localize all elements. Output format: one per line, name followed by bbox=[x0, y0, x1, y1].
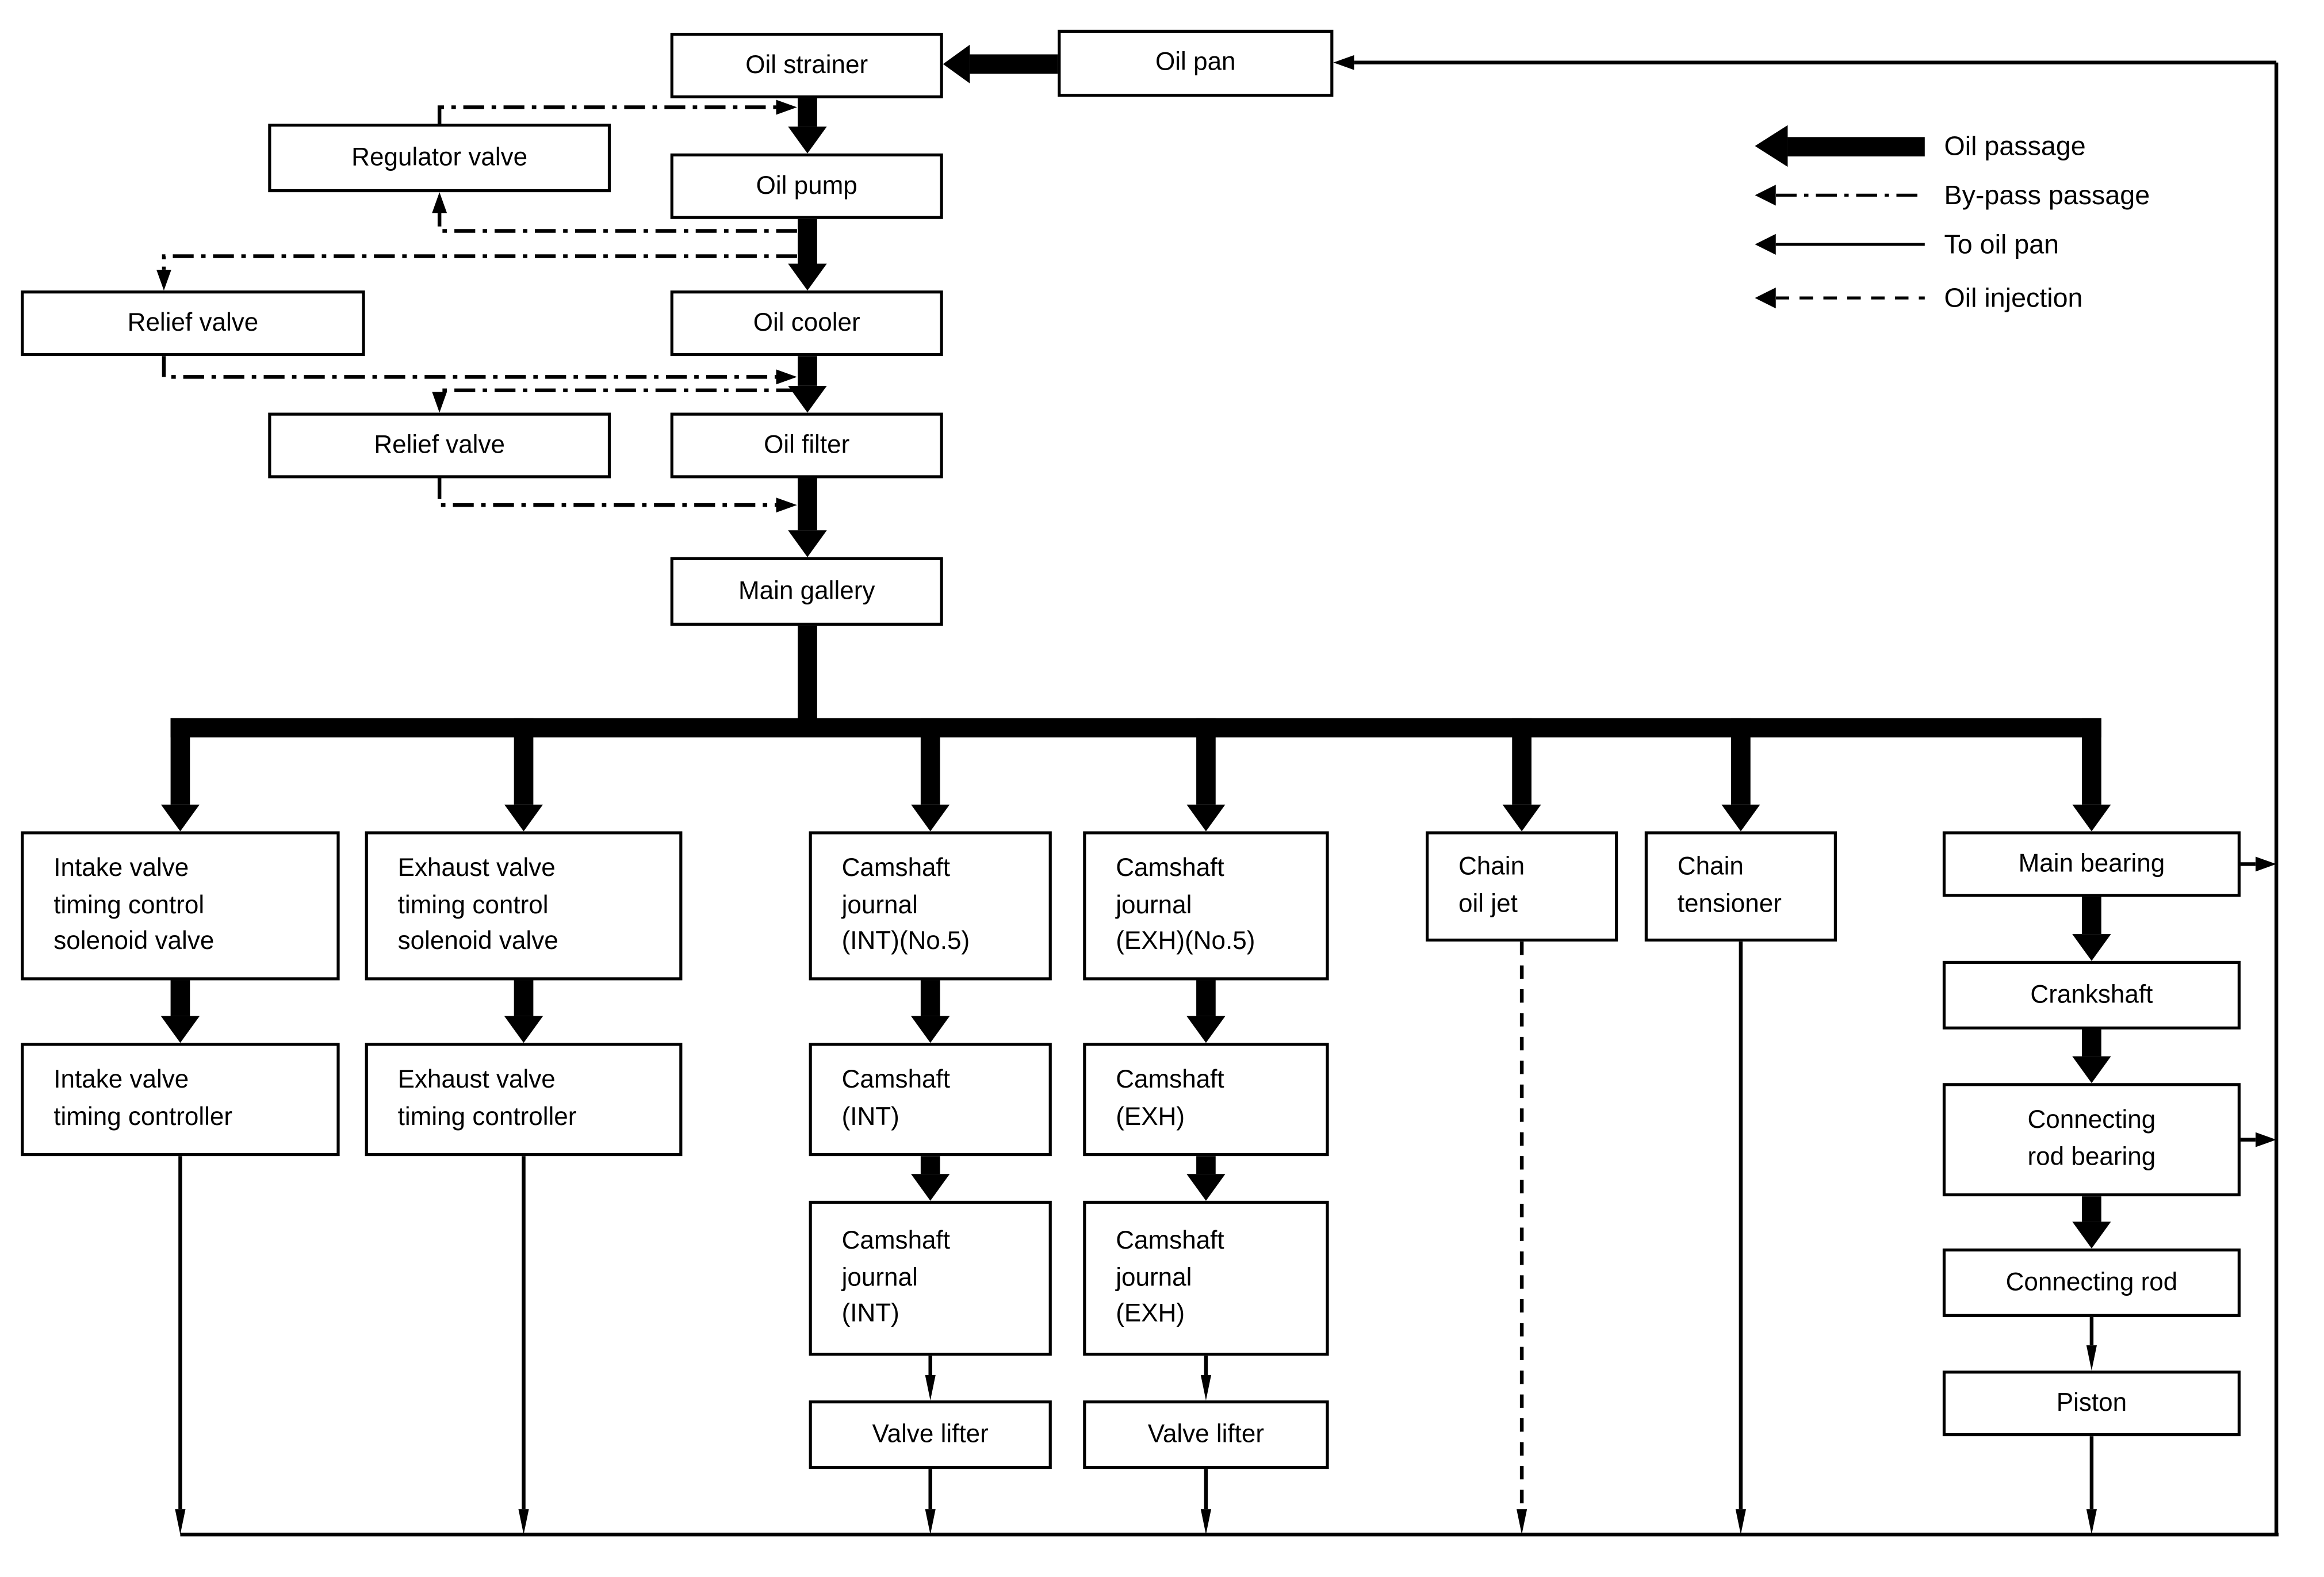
node-oil-cooler: Oil cooler bbox=[670, 290, 943, 357]
legend-label-oil-injection: Oil injection bbox=[1944, 283, 2083, 313]
node-relief-valve-2: Relief valve bbox=[268, 412, 611, 479]
node-piston: Piston bbox=[1942, 1371, 2241, 1437]
to-oil-pan-lines bbox=[175, 55, 2279, 1537]
bypass-passage-line bbox=[1775, 193, 1925, 197]
relief-valve-2-return-bypass bbox=[437, 478, 797, 513]
node-chain-tensioner: Chain tensioner bbox=[1644, 831, 1837, 942]
node-chain-oil-jet: Chain oil jet bbox=[1426, 831, 1618, 942]
to-oil-pan-line bbox=[1775, 242, 1925, 247]
node-intake-controller: Intake valve timing controller bbox=[21, 1043, 340, 1157]
node-oil-pump: Oil pump bbox=[670, 153, 943, 219]
oil-passage-arrow-shaft bbox=[1787, 136, 1925, 156]
legend-label-to-oil-pan: To oil pan bbox=[1944, 229, 2059, 259]
oil-injection-line-icon bbox=[1775, 296, 1925, 300]
node-exhaust-solenoid: Exhaust valve timing control solenoid va… bbox=[365, 831, 683, 981]
node-main-gallery: Main gallery bbox=[670, 557, 943, 626]
node-intake-solenoid: Intake valve timing control solenoid val… bbox=[21, 831, 340, 981]
to-oil-pan-arrow-icon bbox=[1755, 234, 1776, 255]
node-valve-lifter-exh: Valve lifter bbox=[1083, 1400, 1329, 1469]
node-connecting-rod-bearing: Connecting rod bearing bbox=[1942, 1083, 2241, 1197]
relief-valve-return-bypass bbox=[162, 356, 797, 385]
bypass-passage-arrow-icon bbox=[1755, 185, 1776, 206]
node-main-bearing: Main bearing bbox=[1942, 831, 2241, 897]
regulator-return-bypass bbox=[437, 99, 797, 124]
node-camshaft-journal-exh: Camshaft journal (EXH) bbox=[1083, 1200, 1329, 1356]
node-camshaft-journal-int: Camshaft journal (INT) bbox=[809, 1200, 1052, 1356]
node-oil-filter: Oil filter bbox=[670, 412, 943, 479]
node-connecting-rod: Connecting rod bbox=[1942, 1248, 2241, 1317]
cooler-to-relief-valve-2-bypass bbox=[432, 388, 797, 413]
legend-label-oil-passage: Oil passage bbox=[1944, 131, 2086, 161]
node-exhaust-controller: Exhaust valve timing controller bbox=[365, 1043, 683, 1157]
legend-label-bypass-passage: By-pass passage bbox=[1944, 180, 2150, 210]
oil-passage-arrow-icon bbox=[1755, 125, 1788, 167]
node-valve-lifter-int: Valve lifter bbox=[809, 1400, 1052, 1469]
node-camshaft-exh: Camshaft (EXH) bbox=[1083, 1043, 1329, 1157]
node-oil-strainer: Oil strainer bbox=[670, 32, 943, 98]
node-camshaft-journal-int-no5: Camshaft journal (INT)(No.5) bbox=[809, 831, 1052, 981]
oil-injection-arrow-icon bbox=[1755, 287, 1776, 309]
node-oil-pan: Oil pan bbox=[1058, 29, 1334, 97]
node-regulator-valve: Regulator valve bbox=[268, 124, 611, 193]
pump-to-relief-valve-bypass bbox=[156, 254, 797, 291]
node-crankshaft: Crankshaft bbox=[1942, 960, 2241, 1029]
pump-to-regulator-bypass bbox=[432, 192, 797, 233]
node-camshaft-int: Camshaft (INT) bbox=[809, 1043, 1052, 1157]
oil-passage-lines bbox=[160, 44, 2111, 1249]
node-camshaft-journal-exh-no5: Camshaft journal (EXH)(No.5) bbox=[1083, 831, 1329, 981]
node-relief-valve-1: Relief valve bbox=[21, 290, 365, 357]
